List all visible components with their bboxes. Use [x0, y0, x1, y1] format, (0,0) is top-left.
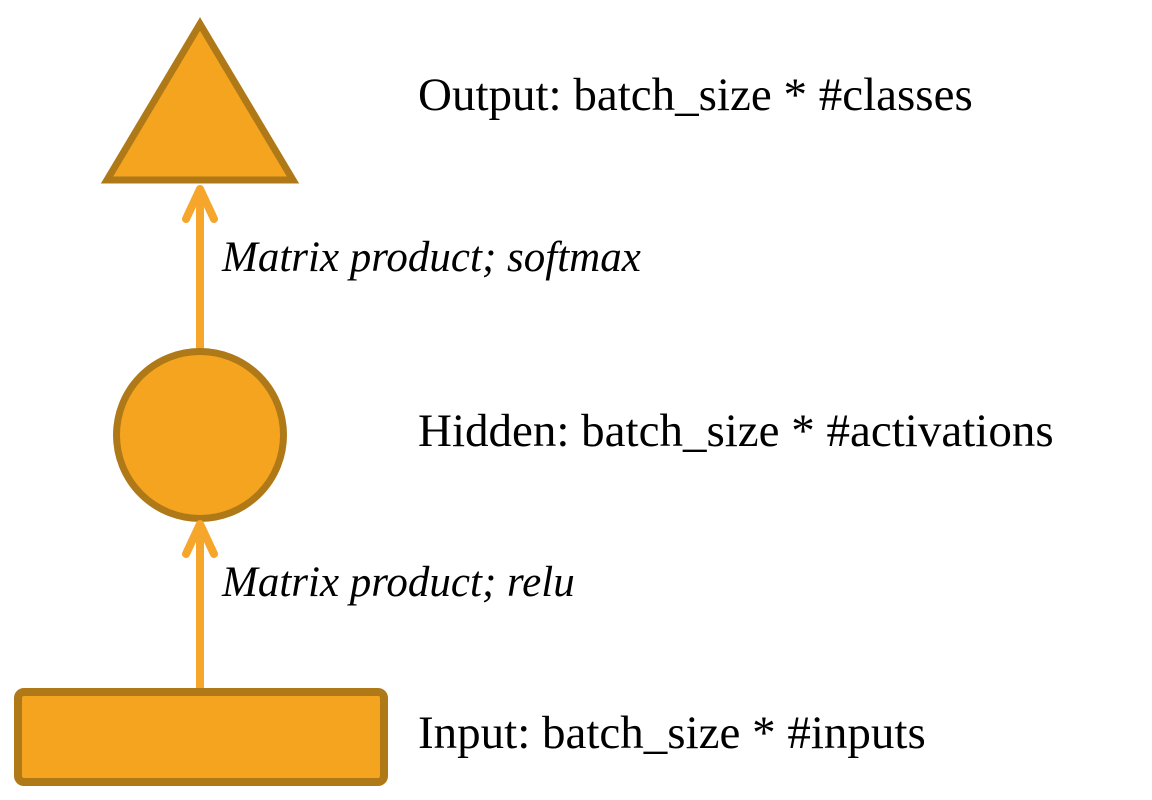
- softmax-arrow: [182, 185, 218, 353]
- output-label: Output: batch_size * #classes: [418, 69, 973, 121]
- softmax-edge-label: Matrix product; softmax: [222, 234, 641, 281]
- softmax-arrowhead-icon: [182, 185, 218, 223]
- input-label: Input: batch_size * #inputs: [418, 707, 926, 759]
- hidden-label: Hidden: batch_size * #activations: [418, 405, 1054, 457]
- relu-arrowhead-icon: [182, 520, 218, 558]
- circle-hidden-shape: [113, 348, 287, 522]
- triangle-output-shape: [100, 17, 300, 184]
- rectangle-input-shape: [14, 688, 388, 786]
- relu-arrow: [182, 520, 218, 692]
- relu-edge-label: Matrix product; relu: [222, 559, 575, 606]
